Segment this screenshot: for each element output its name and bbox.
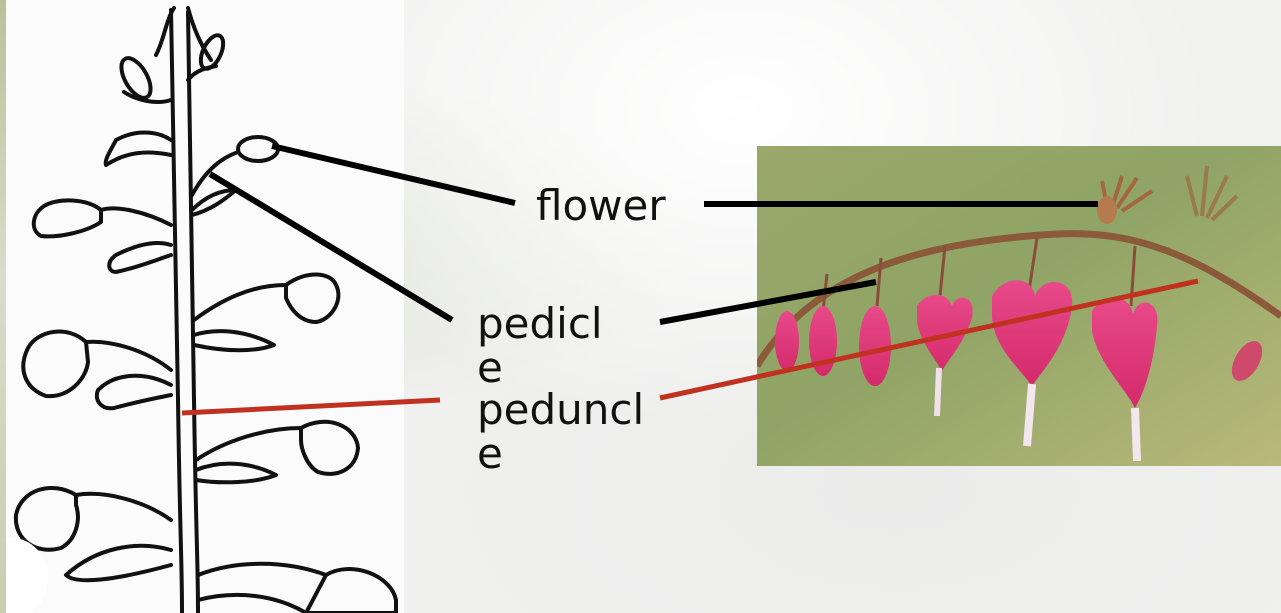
pedicle-leader-left [208, 171, 454, 323]
pedicle-leader-right [659, 279, 877, 325]
line-drawing-panel [6, 0, 404, 613]
label-peduncle: peduncle [477, 385, 645, 478]
peduncle-leader-left [181, 397, 441, 416]
flower-leader-left [271, 143, 516, 206]
peduncle-leader-right [659, 278, 1199, 401]
flower-photo-illustration [757, 146, 1281, 466]
bleeding-heart-photo [757, 146, 1281, 466]
label-flower: flower [536, 181, 666, 230]
plant-line-drawing [13, 6, 398, 613]
label-pedicle: pedicle [477, 299, 603, 392]
